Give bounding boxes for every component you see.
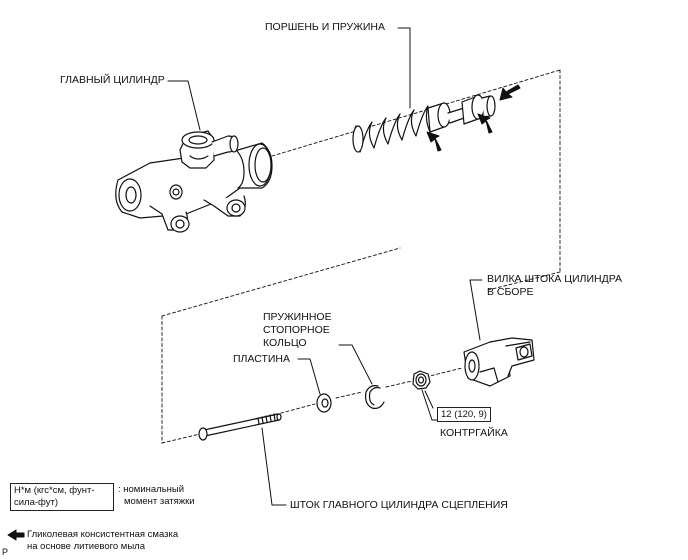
label-snap-ring-line3: КОЛЬЦО bbox=[263, 337, 307, 349]
grease-arrow-icon bbox=[426, 131, 442, 152]
legend-torque-desc-line2: момент затяжки bbox=[124, 496, 195, 507]
snap-ring-drawing bbox=[365, 385, 385, 409]
leader-torque bbox=[424, 390, 434, 409]
spring-drawing bbox=[352, 105, 431, 153]
label-clevis-assembly-line1: ВИЛКА ШТОКА ЦИЛИНДРА bbox=[487, 273, 622, 285]
grease-arrow-icon bbox=[499, 84, 521, 101]
legend-grease-line2: на основе литиевого мыла bbox=[27, 541, 145, 552]
clevis-assembly-drawing bbox=[463, 337, 535, 387]
label-piston-spring: ПОРШЕНЬ И ПРУЖИНА bbox=[265, 21, 386, 33]
assembly-boundary-lower bbox=[161, 247, 463, 444]
leader-push-rod bbox=[261, 427, 287, 506]
label-clevis-assembly-line2: В СБОРЕ bbox=[487, 286, 534, 298]
label-snap-ring-line1: ПРУЖИННОЕ bbox=[263, 311, 332, 323]
label-snap-ring-line2: СТОПОРНОЕ bbox=[263, 324, 330, 336]
torque-value-box: 12 (120, 9) bbox=[437, 407, 491, 422]
grease-arrow-icon bbox=[7, 529, 25, 541]
grease-arrow-icon bbox=[477, 113, 493, 134]
label-push-rod: ШТОК ГЛАВНОГО ЦИЛИНДРА СЦЕПЛЕНИЯ bbox=[290, 499, 508, 511]
legend-torque-desc-line1: : номинальный bbox=[118, 484, 185, 495]
leader-master-cylinder bbox=[167, 80, 201, 131]
label-plate: ПЛАСТИНА bbox=[233, 353, 290, 365]
leader-lines bbox=[167, 27, 483, 506]
leader-clevis bbox=[469, 279, 483, 341]
leader-snap-ring bbox=[338, 344, 373, 385]
piston-drawing bbox=[427, 94, 496, 133]
push-rod-drawing bbox=[198, 413, 282, 441]
legend-torque-unit-box: Н*м (кгс*см, фунт-сила-фут) bbox=[10, 483, 114, 511]
figure-code: P bbox=[2, 547, 9, 557]
assembly-boundary-upper bbox=[271, 69, 561, 291]
master-cylinder-drawing bbox=[115, 130, 273, 233]
leader-plate bbox=[297, 358, 321, 395]
leader-piston-spring bbox=[397, 27, 411, 109]
label-lock-nut: КОНТРГАЙКА bbox=[440, 427, 508, 439]
lock-nut-drawing bbox=[412, 370, 431, 390]
grease-arrows bbox=[7, 84, 521, 541]
legend-grease-line1: Гликолевая консистентная смазка bbox=[27, 529, 179, 540]
label-master-cylinder: ГЛАВНЫЙ ЦИЛИНДР bbox=[60, 74, 165, 86]
plate-drawing bbox=[316, 393, 332, 413]
